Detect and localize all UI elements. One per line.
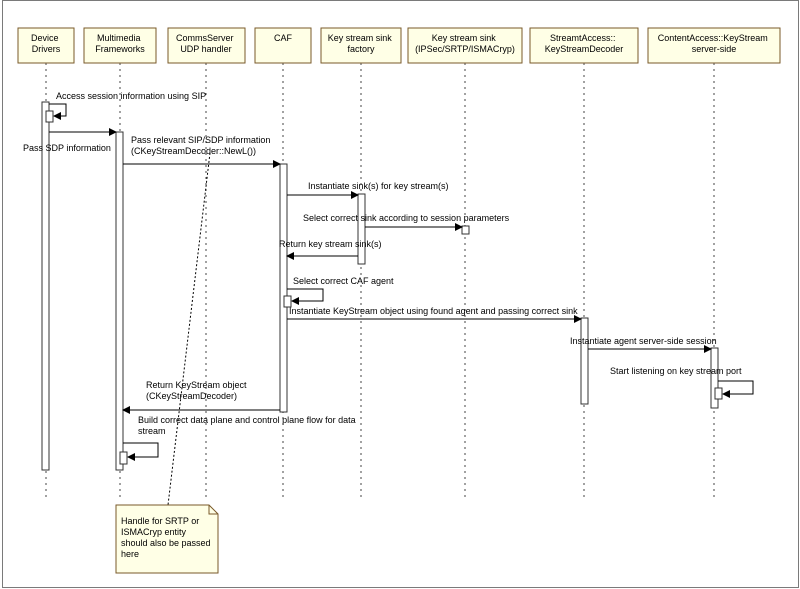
activation-key-stream-sink	[461, 225, 470, 235]
msg-label-access-session-info: Access session information using SIP	[56, 91, 206, 101]
note-connector	[167, 152, 211, 506]
msg-label-build-data-plane: Build correct data plane and control pla…	[138, 415, 358, 436]
msg-label-instantiate-keystream-object: Instantiate KeyStream object using found…	[289, 306, 578, 316]
activation-streamaccess-keystreamdecoder	[580, 317, 589, 405]
message-labels: Access session information using SIP Pas…	[23, 91, 742, 436]
note-fold	[208, 505, 218, 515]
activation-key-stream-sink-factory	[357, 193, 366, 265]
activation-multimedia-frameworks	[115, 131, 124, 471]
msg-label-instantiate-sinks: Instantiate sink(s) for key stream(s)	[308, 181, 449, 191]
participant-label-multimedia-frameworks: Multimedia Frameworks	[95, 33, 145, 54]
participant-box-key-stream-sink-factory	[320, 27, 402, 64]
participant-label-contentaccess-keystream-server-side: ContentAccess::KeyStream server-side	[658, 33, 771, 54]
arrow-select-caf-agent	[287, 288, 324, 305]
activation-contentaccess-keystream-self	[714, 387, 723, 400]
msg-label-return-key-stream-sinks: Return key stream sink(s)	[279, 239, 382, 249]
message-arrows	[49, 103, 754, 461]
participant-boxes	[17, 27, 781, 64]
participant-labels: Device Drivers Multimedia Frameworks Com…	[31, 33, 771, 54]
participant-label-streamaccess-keystreamdecoder: StreamtAccess:: KeyStreamDecoder	[545, 33, 624, 54]
participant-label-key-stream-sink-factory: Key stream sink factory	[328, 33, 395, 54]
msg-label-pass-relevant-sip-sdp: Pass relevant SIP/SDP information (CKeyS…	[131, 135, 273, 156]
participant-label-commsserver-udp-handler: CommsServer UDP handler	[176, 33, 236, 54]
activation-caf	[279, 163, 288, 413]
arrow-start-listening	[718, 380, 754, 398]
arrow-access-session-info	[49, 103, 67, 120]
note-text: Handle for SRTP or ISMACryp entity shoul…	[121, 516, 213, 559]
activation-device-drivers-self	[45, 110, 54, 123]
msg-label-select-caf-agent: Select correct CAF agent	[293, 276, 394, 286]
activation-multimedia-frameworks-self	[119, 451, 128, 465]
participant-box-caf	[254, 27, 312, 64]
activation-bars	[41, 101, 723, 471]
msg-label-pass-sdp-information: Pass SDP information	[23, 143, 111, 153]
msg-label-instantiate-agent-session: Instantiate agent server-side session	[570, 336, 717, 346]
participant-label-device-drivers: Device Drivers	[31, 33, 61, 54]
msg-label-start-listening: Start listening on key stream port	[610, 366, 742, 376]
participant-box-streamaccess-keystreamdecoder	[529, 27, 639, 64]
activation-device-drivers	[41, 101, 50, 471]
participant-box-multimedia-frameworks	[83, 27, 157, 64]
participant-box-contentaccess-keystream-server-side	[647, 27, 781, 64]
participant-box-device-drivers	[17, 27, 75, 64]
msg-label-return-keystream-object: Return KeyStream object (CKeyStreamDecod…	[146, 380, 249, 401]
arrow-build-data-plane	[123, 442, 159, 461]
activation-contentaccess-keystream-server-side	[710, 347, 719, 409]
participant-label-key-stream-sink: Key stream sink (IPSec/SRTP/ISMACryp)	[415, 33, 515, 54]
participant-box-commsserver-udp-handler	[167, 27, 246, 64]
participant-label-caf: CAF	[274, 33, 293, 43]
participant-box-key-stream-sink	[407, 27, 523, 64]
msg-label-select-correct-sink: Select correct sink according to session…	[303, 213, 510, 223]
note-box	[115, 504, 219, 574]
